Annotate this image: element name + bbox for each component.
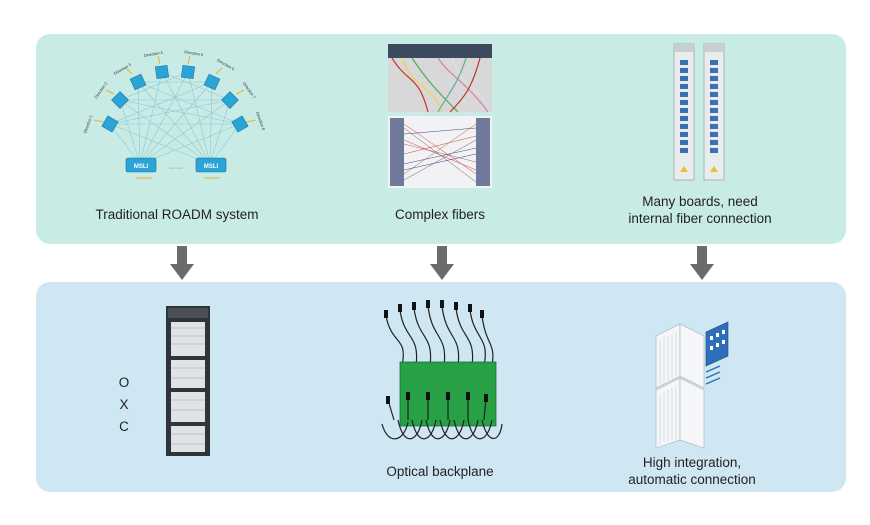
direction-label: Direction 5: [184, 49, 204, 57]
board-ports-left: [680, 60, 688, 153]
down-arrow: [430, 246, 454, 280]
direction-label: Direction 1: [82, 114, 94, 134]
msli-node: [195, 157, 227, 173]
oxc-letter: O: [118, 375, 130, 390]
boards-illustration: [673, 43, 725, 181]
caption-high-integration: High integration, automatic connection: [572, 454, 812, 488]
optical-backplane-illustration: [381, 300, 503, 440]
oxc-label: O X C: [117, 372, 131, 438]
msli-label: MSLI: [134, 164, 149, 170]
caption-many-boards: Many boards, need internal fiber connect…: [580, 193, 820, 227]
caption-line: Many boards, need: [642, 194, 758, 209]
msli-node: [125, 157, 157, 173]
board-ports-right: [710, 60, 718, 153]
direction-label: Direction 6: [216, 58, 236, 72]
direction-label: Direction 4: [143, 50, 163, 58]
oxc-letter: C: [119, 419, 129, 434]
down-arrow: [690, 246, 714, 280]
caption-optical-backplane: Optical backplane: [386, 464, 494, 479]
caption-line: automatic connection: [628, 472, 756, 487]
complex-fibers-photos: [388, 44, 492, 188]
roadm-diagram: Direction 1 Direction 2 Direction 3 Dire…: [82, 49, 267, 179]
direction-label: Direction 3: [113, 62, 133, 76]
caption-traditional-roadm: Traditional ROADM system: [95, 207, 259, 222]
oxc-cabinet: [166, 306, 210, 456]
caption-line: High integration,: [642, 455, 742, 470]
direction-label: Direction 8: [255, 111, 267, 131]
oxc-letter: X: [119, 397, 129, 412]
msli-label: MSLI: [204, 164, 219, 170]
down-arrow: [170, 246, 194, 280]
caption-line: internal fiber connection: [628, 211, 772, 226]
integrated-cabinet-illustration: [655, 321, 729, 449]
caption-complex-fibers: Complex fibers: [394, 207, 486, 222]
ellipsis: ······: [169, 165, 183, 172]
